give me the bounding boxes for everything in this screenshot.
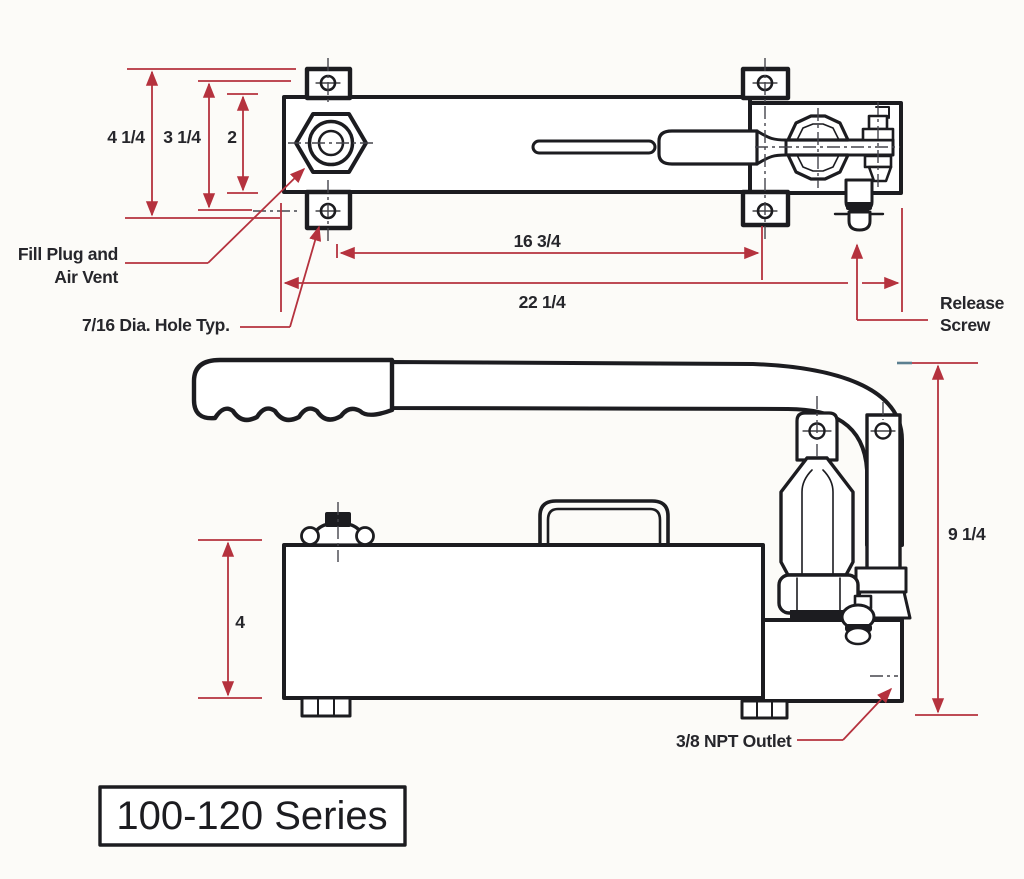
dimension-lines: [125, 68, 978, 741]
labels: 4 1/4 3 1/4 2 16 3/4 22 1/4 Fill Plug an…: [18, 127, 1005, 751]
fill-plug-hex: [288, 112, 374, 174]
release-screw-knob: [833, 178, 885, 232]
release-screw-label-line1: Release: [940, 293, 1005, 313]
link-plate: [865, 413, 902, 594]
rod-hex-nut: [786, 114, 850, 181]
handle-socket-arm: [657, 129, 788, 166]
centerlines-top-view: [253, 58, 900, 243]
pump-base-block: [761, 618, 904, 703]
title-box: 100-120 Series: [98, 785, 407, 847]
title-box-border: [98, 785, 407, 847]
release-screw-leader: [850, 243, 928, 321]
dim-tank-height-label: 4: [235, 612, 245, 632]
release-screw-label-line2: Screw: [940, 315, 991, 335]
piston-cylinder: [779, 456, 855, 577]
dim-overall-height-label: 4 1/4: [107, 127, 145, 147]
centerlines-side-view: [337, 396, 898, 677]
dim-overall-length-label: 22 1/4: [519, 292, 566, 312]
series-title: 100-120 Series: [116, 794, 387, 838]
fill-plug-label-line1: Fill Plug and: [18, 244, 118, 264]
fill-plug-label-line2: Air Vent: [54, 267, 118, 287]
release-valve-side: [840, 594, 876, 646]
mounting-feet: [300, 696, 789, 720]
dim-hole-span-length-label: 16 3/4: [514, 231, 561, 251]
piston-assembly: [777, 411, 860, 618]
top-view: [253, 58, 903, 243]
carry-handle: [538, 499, 670, 546]
hole-note-leader: [240, 225, 322, 328]
outlet-leader: [797, 687, 893, 741]
fill-plug-leader: [125, 167, 306, 264]
dim-hole-span-height-label: 3 1/4: [163, 127, 201, 147]
dim-side-overall-height-label: 9 1/4: [948, 524, 986, 544]
outlet-note-label: 3/8 NPT Outlet: [676, 731, 792, 751]
handle-slot: [531, 139, 657, 155]
side-view: [191, 357, 912, 720]
hole-note-label: 7/16 Dia. Hole Typ.: [82, 315, 230, 335]
hand-grip: [191, 357, 395, 423]
reservoir-tank: [282, 543, 765, 700]
dim-body-height-label: 2: [227, 127, 237, 147]
